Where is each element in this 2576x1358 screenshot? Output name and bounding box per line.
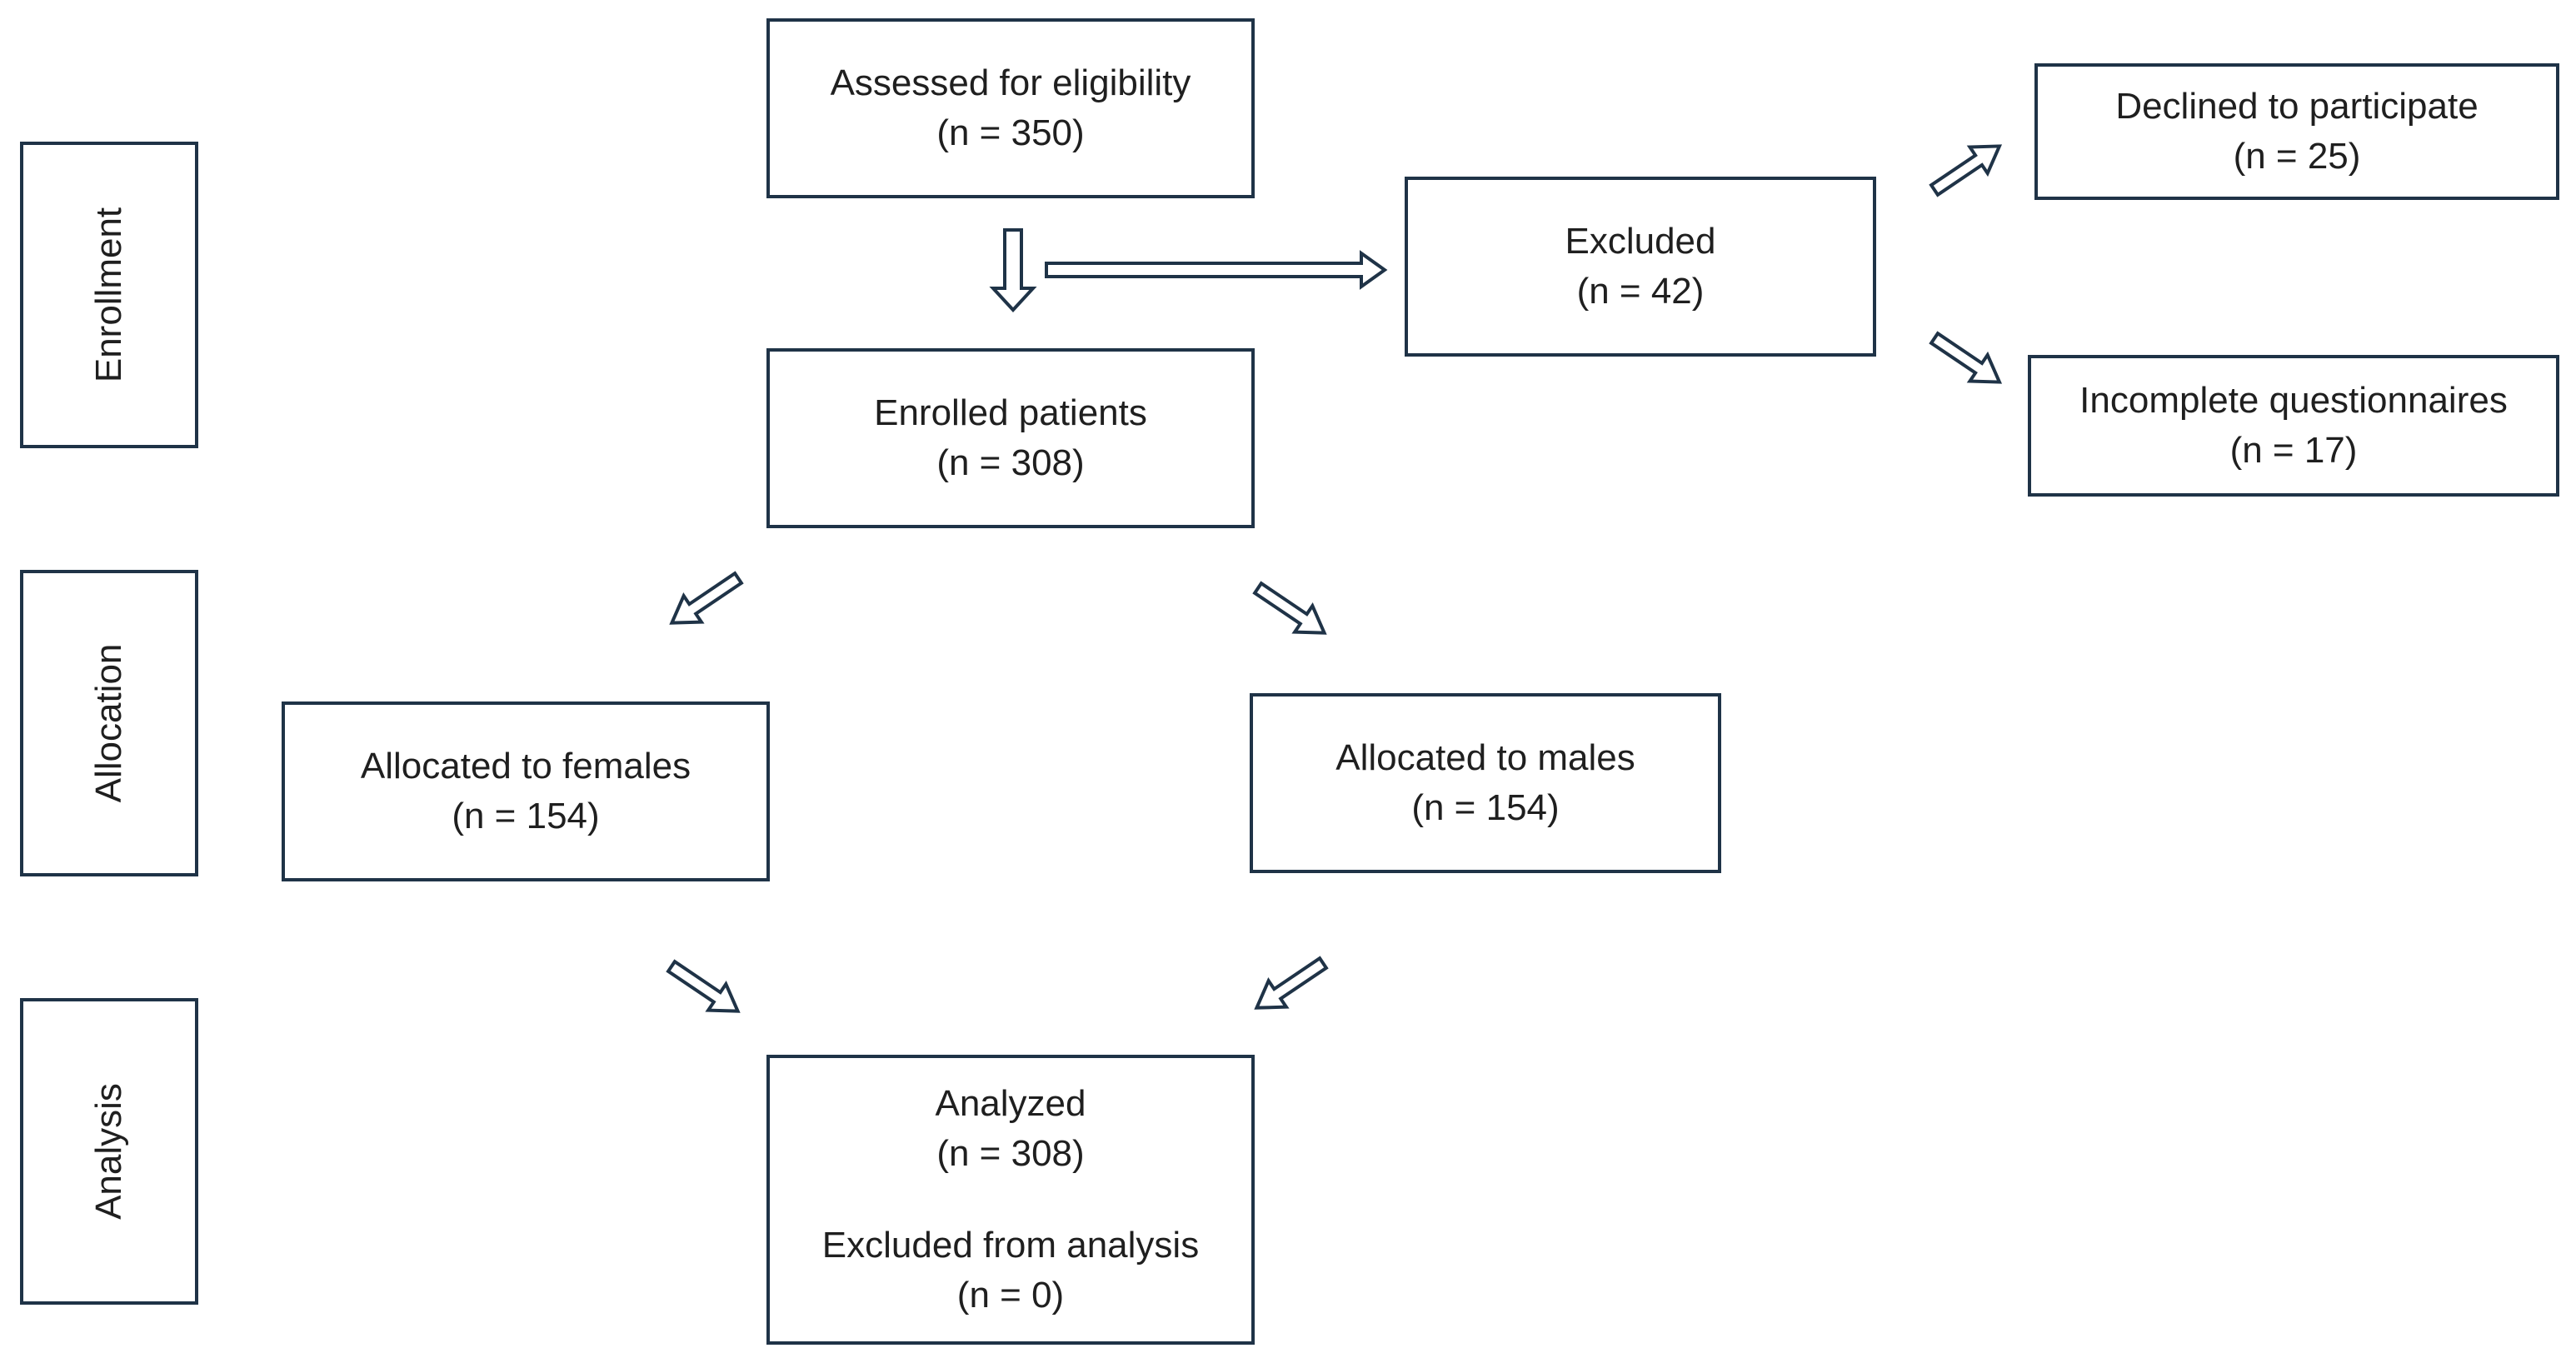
enrolled-box: Enrolled patients (n = 308) — [766, 348, 1255, 528]
stage-enrollment: Enrollment — [20, 142, 198, 448]
analyzed-count: (n = 308) — [936, 1133, 1085, 1174]
arrow-to-incomplete — [1929, 331, 2003, 384]
incomplete-box: Incomplete questionnaires (n = 17) — [2028, 355, 2559, 497]
stage-enrollment-label: Enrollment — [88, 207, 129, 383]
arrow-to-females — [669, 571, 744, 625]
enrolled-count: (n = 308) — [936, 442, 1085, 483]
analyzed-box: Analyzed (n = 308) Excluded from analysi… — [766, 1055, 1255, 1345]
males-label: Allocated to males — [1335, 737, 1635, 778]
stage-analysis-label: Analysis — [88, 1083, 129, 1220]
assessed-box: Assessed for eligibility (n = 350) — [766, 18, 1255, 198]
arrow-to-males — [1252, 581, 1327, 635]
incomplete-count: (n = 17) — [2229, 430, 2358, 471]
stage-allocation: Allocation — [20, 570, 198, 876]
declined-box: Declined to participate (n = 25) — [2034, 63, 2559, 200]
arrow-females-to-analyzed — [666, 959, 741, 1013]
analysis-excluded-count: (n = 0) — [956, 1275, 1065, 1316]
stage-allocation-label: Allocation — [88, 643, 129, 803]
assessed-label: Assessed for eligibility — [830, 62, 1191, 103]
females-count: (n = 154) — [452, 796, 600, 836]
stage-analysis: Analysis — [20, 998, 198, 1305]
arrow-assessed-to-enrolled — [989, 228, 1037, 312]
enrolled-label: Enrolled patients — [874, 392, 1147, 433]
assessed-count: (n = 350) — [936, 112, 1085, 153]
arrow-to-excluded — [1045, 250, 1388, 290]
declined-label: Declined to participate — [2115, 86, 2479, 127]
analyzed-label: Analyzed — [935, 1083, 1086, 1124]
males-count: (n = 154) — [1411, 787, 1560, 828]
females-box: Allocated to females (n = 154) — [282, 701, 770, 881]
declined-count: (n = 25) — [2233, 136, 2361, 177]
excluded-box: Excluded (n = 42) — [1405, 177, 1876, 357]
incomplete-label: Incomplete questionnaires — [2079, 380, 2508, 421]
analysis-excluded-label: Excluded from analysis — [821, 1225, 1200, 1266]
males-box: Allocated to males (n = 154) — [1250, 693, 1721, 873]
females-label: Allocated to females — [360, 746, 691, 786]
excluded-count: (n = 42) — [1576, 271, 1705, 312]
excluded-label: Excluded — [1565, 221, 1716, 262]
arrow-males-to-analyzed — [1254, 956, 1329, 1010]
arrow-to-declined — [1929, 144, 2003, 197]
